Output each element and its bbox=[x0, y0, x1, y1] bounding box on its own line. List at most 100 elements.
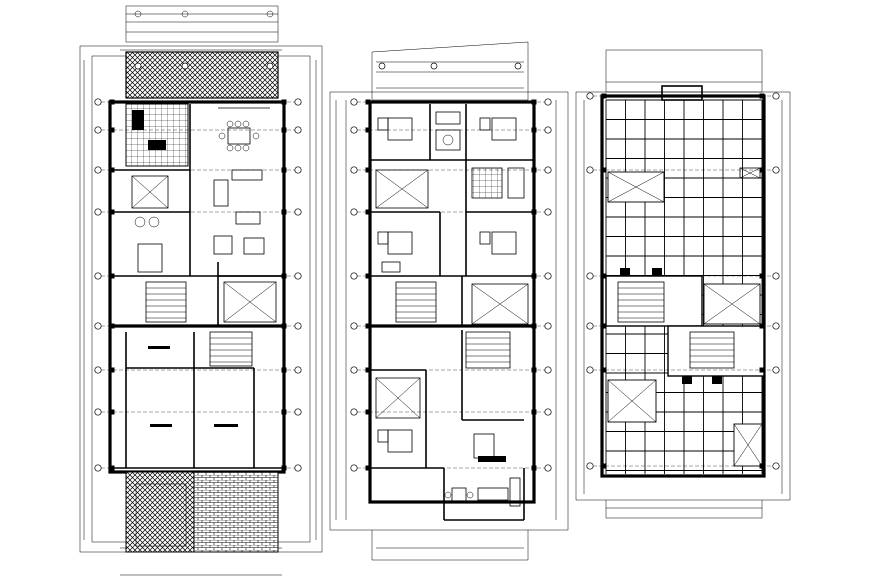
grid-bubble bbox=[514, 62, 522, 70]
typical-stairs bbox=[395, 281, 511, 369]
column-marker bbox=[601, 367, 607, 373]
grid-bubble bbox=[294, 208, 302, 216]
grid-bubble bbox=[544, 208, 552, 216]
column-marker bbox=[281, 465, 287, 471]
grid-bubble bbox=[350, 366, 358, 374]
front-parking-hatch bbox=[125, 51, 279, 99]
grid-bubble bbox=[94, 98, 102, 106]
column-marker bbox=[109, 167, 115, 173]
column-marker bbox=[365, 409, 371, 415]
grid-bubble bbox=[94, 208, 102, 216]
grid-bubble bbox=[294, 464, 302, 472]
outer-dimension-frame-2 bbox=[329, 91, 569, 531]
grid-bubble bbox=[544, 366, 552, 374]
grid-bubble bbox=[294, 98, 302, 106]
column-marker bbox=[531, 367, 537, 373]
grid-bubble bbox=[586, 366, 594, 374]
sofa-set-symbol bbox=[213, 169, 265, 255]
column-marker bbox=[109, 465, 115, 471]
ground-stair bbox=[145, 281, 253, 367]
column-marker bbox=[531, 99, 537, 105]
column-marker bbox=[365, 273, 371, 279]
grid-bubble bbox=[350, 126, 358, 134]
top-dimension-block bbox=[125, 5, 279, 43]
column-marker bbox=[281, 323, 287, 329]
column-marker bbox=[759, 323, 765, 329]
column-marker bbox=[109, 273, 115, 279]
grid-bubble bbox=[772, 92, 780, 100]
column-marker bbox=[531, 465, 537, 471]
grid-bubble bbox=[94, 464, 102, 472]
grid-bubble bbox=[544, 464, 552, 472]
column-marker bbox=[601, 93, 607, 99]
column-marker bbox=[109, 323, 115, 329]
dining-table-symbol bbox=[218, 120, 260, 152]
ground-shafts bbox=[131, 175, 277, 323]
column-marker bbox=[365, 167, 371, 173]
column-marker bbox=[531, 127, 537, 133]
grid-bubble bbox=[294, 166, 302, 174]
grid-bubble bbox=[544, 126, 552, 134]
bed-symbols bbox=[377, 117, 517, 453]
grid-bubble bbox=[350, 208, 358, 216]
column-marker bbox=[365, 127, 371, 133]
column-marker bbox=[109, 127, 115, 133]
column-marker bbox=[109, 367, 115, 373]
column-marker bbox=[365, 367, 371, 373]
grid-bubble bbox=[586, 272, 594, 280]
column-marker bbox=[281, 99, 287, 105]
grid-bubble bbox=[772, 462, 780, 470]
column-marker bbox=[531, 323, 537, 329]
grid-bubble bbox=[772, 322, 780, 330]
grid-bubble bbox=[772, 272, 780, 280]
grid-bubble bbox=[544, 322, 552, 330]
grid-bubble bbox=[94, 126, 102, 134]
terrace-stairs bbox=[617, 281, 735, 369]
grid-bubble bbox=[544, 166, 552, 174]
column-marker bbox=[281, 273, 287, 279]
column-marker bbox=[531, 273, 537, 279]
column-marker bbox=[365, 99, 371, 105]
grid-bubble bbox=[586, 462, 594, 470]
grid-bubble bbox=[294, 322, 302, 330]
grid-bubble bbox=[350, 166, 358, 174]
grid-bubble bbox=[430, 62, 438, 70]
grid-bubble bbox=[94, 272, 102, 280]
grid-bubble bbox=[586, 92, 594, 100]
terrace-shafts bbox=[607, 167, 763, 467]
typical-grid-bubbles bbox=[350, 62, 552, 472]
grid-bubble bbox=[266, 62, 274, 70]
column-marker bbox=[281, 209, 287, 215]
ground-grid-bubbles bbox=[94, 62, 302, 472]
column-marker bbox=[759, 167, 765, 173]
grid-bubble bbox=[294, 272, 302, 280]
column-marker bbox=[109, 409, 115, 415]
grid-bubble bbox=[350, 98, 358, 106]
grid-bubble bbox=[586, 322, 594, 330]
grid-bubble bbox=[94, 322, 102, 330]
column-marker bbox=[759, 93, 765, 99]
column-marker bbox=[601, 273, 607, 279]
grid-bubble bbox=[378, 62, 386, 70]
column-marker bbox=[281, 409, 287, 415]
column-marker bbox=[531, 409, 537, 415]
grid-bubble bbox=[294, 126, 302, 134]
grid-bubble bbox=[350, 322, 358, 330]
column-marker bbox=[109, 99, 115, 105]
grid-bubble bbox=[134, 62, 142, 70]
typical-floor-plan bbox=[329, 41, 569, 561]
column-marker bbox=[759, 273, 765, 279]
grid-bubble bbox=[350, 408, 358, 416]
grid-bubble bbox=[94, 166, 102, 174]
grid-bubble bbox=[544, 408, 552, 416]
grid-bubble bbox=[294, 366, 302, 374]
ground-floor-plan bbox=[79, 5, 323, 576]
column-marker bbox=[365, 465, 371, 471]
column-marker bbox=[759, 463, 765, 469]
column-marker bbox=[281, 167, 287, 173]
grid-bubble bbox=[586, 166, 594, 174]
column-marker bbox=[531, 209, 537, 215]
terrace-grid-bubbles bbox=[586, 92, 780, 470]
